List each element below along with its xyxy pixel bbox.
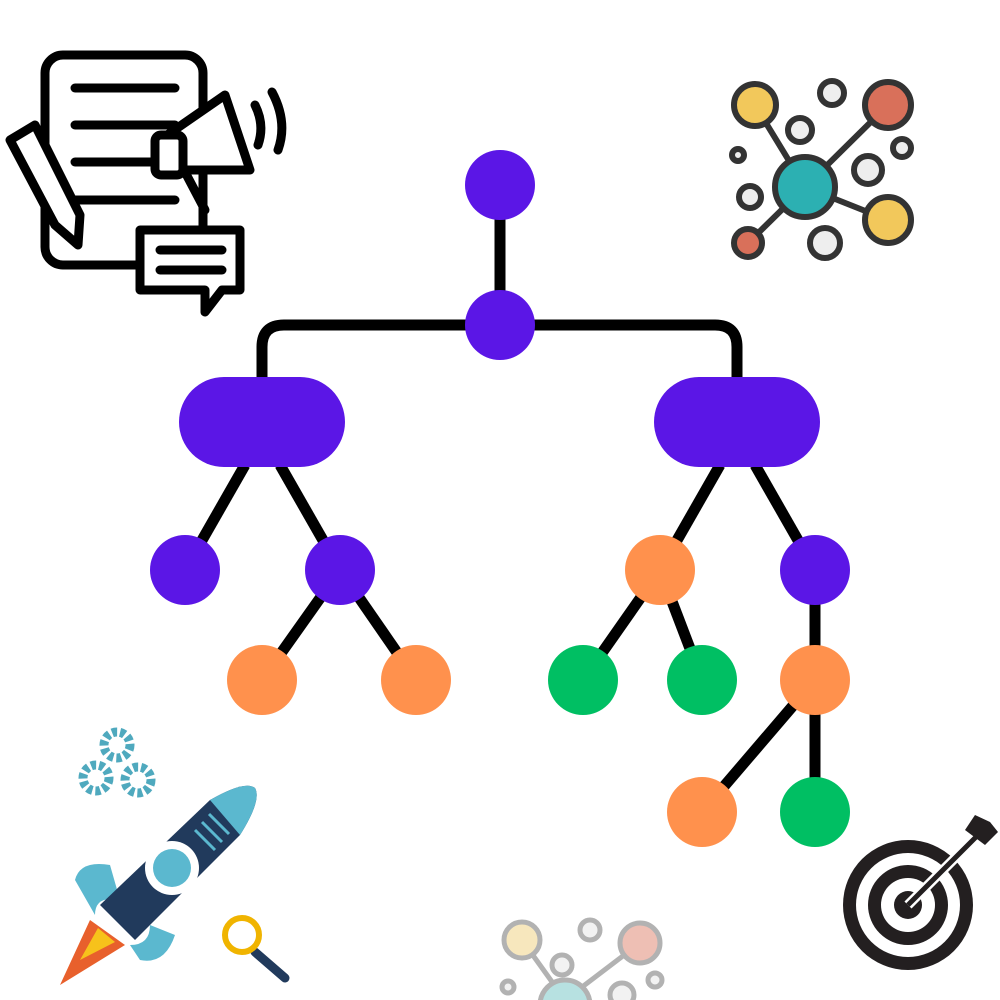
- node-l1: [150, 535, 220, 605]
- node-r2a2: [780, 777, 850, 847]
- node-l2a: [227, 645, 297, 715]
- gears-icon: [78, 727, 156, 798]
- faded-network-icon: [499, 917, 665, 1000]
- edge-hub-left-branch: [256, 319, 500, 380]
- node-l2: [305, 535, 375, 605]
- network-icon: [729, 78, 914, 261]
- node-right-branch: [654, 377, 820, 467]
- tree-nodes: [150, 150, 850, 847]
- node-r1a: [548, 645, 618, 715]
- rocket-icon: [60, 785, 257, 985]
- tree-edges: [180, 185, 821, 816]
- node-r1: [625, 535, 695, 605]
- edge-hub-right-branch: [500, 319, 743, 380]
- node-left-branch: [179, 377, 345, 467]
- node-r2: [780, 535, 850, 605]
- node-r2a1: [667, 777, 737, 847]
- node-hub: [465, 290, 535, 360]
- node-r1b: [667, 645, 737, 715]
- node-r2a: [780, 645, 850, 715]
- document-megaphone-icon: [5, 50, 287, 317]
- node-root: [465, 150, 535, 220]
- node-l2b: [381, 645, 451, 715]
- magnifier-icon: [222, 915, 290, 983]
- target-icon: [843, 815, 998, 970]
